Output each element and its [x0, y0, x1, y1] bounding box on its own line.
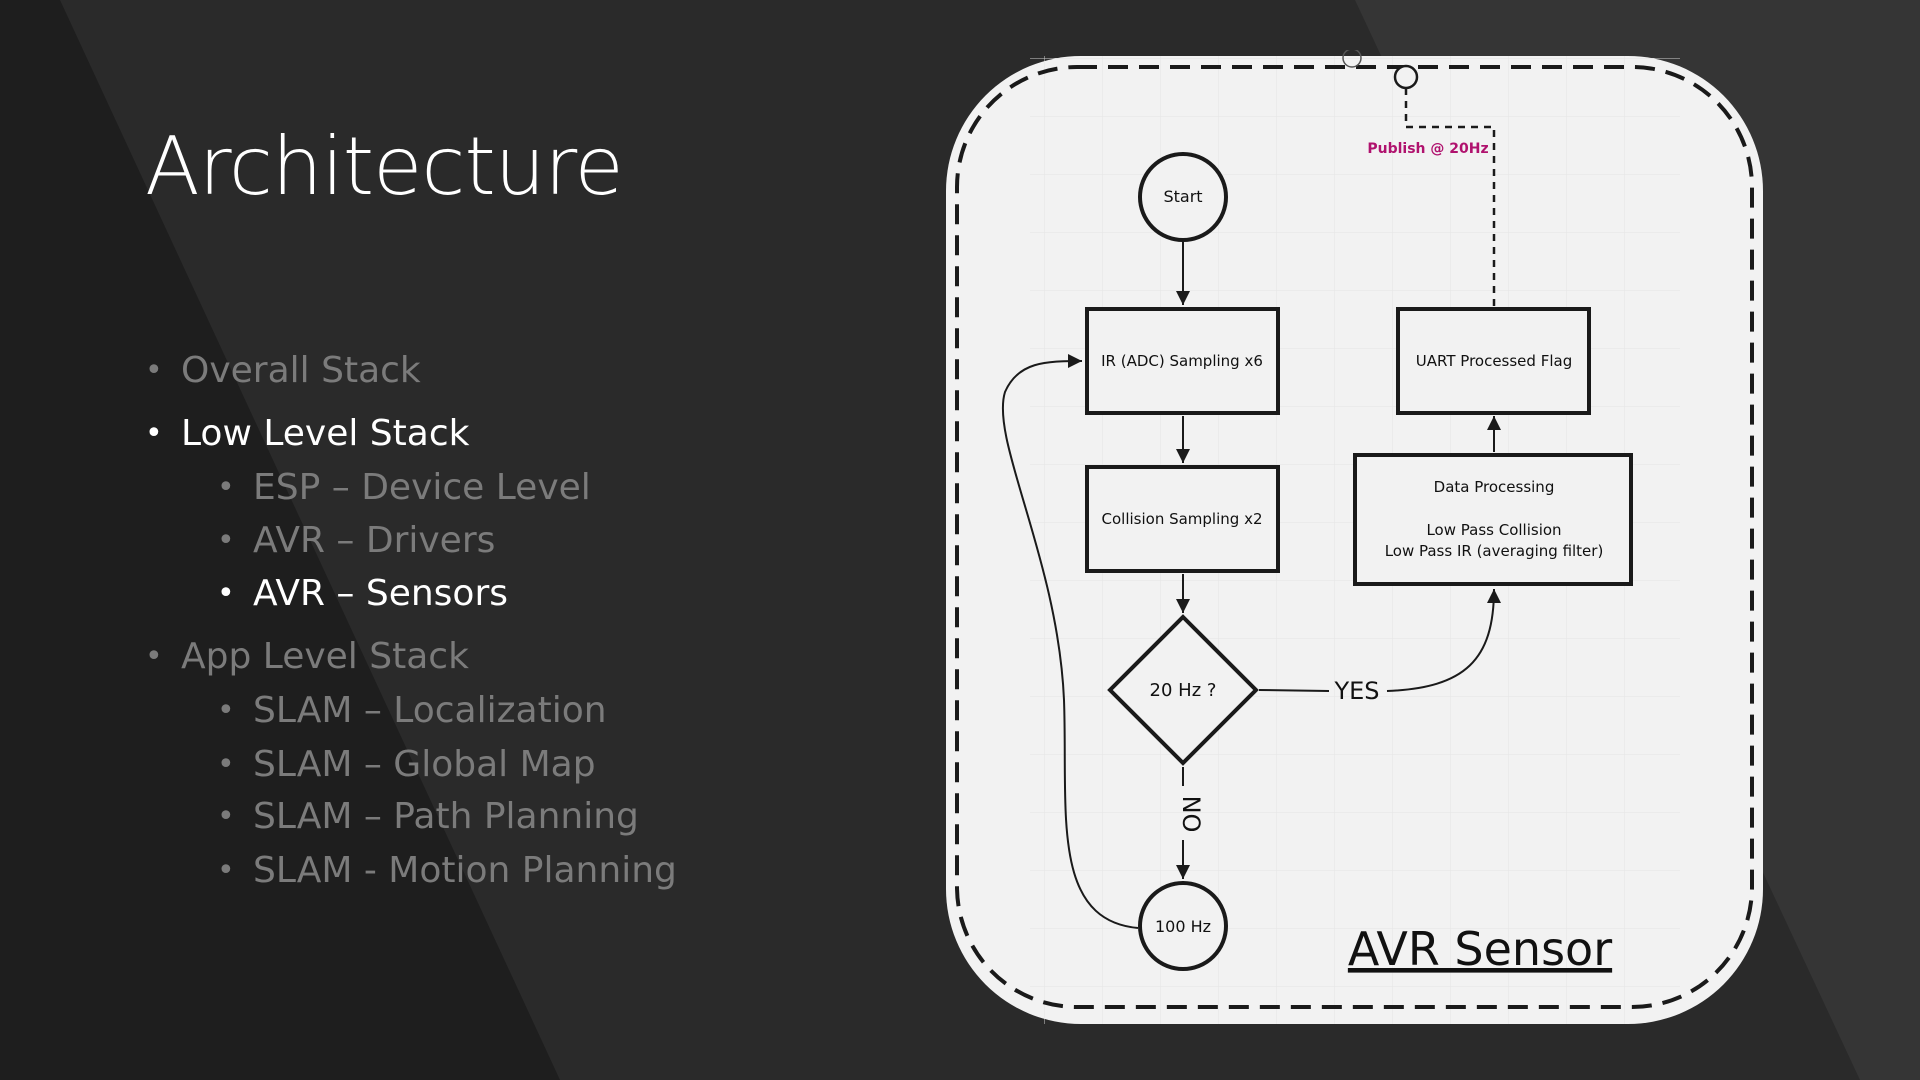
- bullet-esp-device-level: •ESP – Device Level: [217, 467, 591, 508]
- uart-flag-box: [1396, 307, 1591, 415]
- data-processing-box: [1353, 453, 1633, 586]
- collision-sampling-box: [1085, 465, 1280, 573]
- top-connector: [1342, 50, 1362, 68]
- bullet-low-level-stack: •Low Level Stack: [145, 413, 470, 454]
- start-label: Start: [1163, 187, 1202, 206]
- publish-port: [1393, 64, 1419, 90]
- ir-sampling-label: IR (ADC) Sampling x6: [1101, 352, 1263, 370]
- bullet-slam-global-map: •SLAM – Global Map: [217, 744, 596, 785]
- bullet-slam-path-planning: •SLAM – Path Planning: [217, 796, 639, 837]
- no-label: NO: [1177, 796, 1205, 833]
- avr-sensor-flowchart: Publish @ 20Hz Start IR (ADC) Sampling x…: [946, 50, 1763, 1024]
- arrow-yes-to-processing: [1386, 588, 1501, 692]
- hz100-node: [1138, 881, 1228, 971]
- yes-label: YES: [1333, 677, 1379, 705]
- start-node: [1138, 152, 1228, 242]
- collision-sampling-label: Collision Sampling x2: [1102, 510, 1263, 528]
- arrow-100hz-loop-to-ir: [1001, 354, 1139, 929]
- slide-title: Architecture: [145, 120, 624, 213]
- decision-diamond: [1107, 614, 1259, 766]
- diagram-caption: AVR Sensor: [1348, 922, 1612, 976]
- bullet-slam-motion-planning: •SLAM - Motion Planning: [217, 850, 677, 891]
- bullet-slam-localization: •SLAM – Localization: [217, 690, 607, 731]
- bullet-avr-drivers: •AVR – Drivers: [217, 520, 496, 561]
- decision-label: 20 Hz ?: [1150, 680, 1217, 701]
- publish-label: Publish @ 20Hz: [1367, 141, 1488, 157]
- processing-title: Data Processing: [1434, 478, 1555, 496]
- avr-sensor-boundary: [955, 65, 1754, 1009]
- arrow-yes-segment: [1258, 689, 1330, 692]
- uart-flag-label: UART Processed Flag: [1416, 352, 1572, 370]
- bullet-overall-stack: •Overall Stack: [145, 350, 421, 391]
- publish-connector: [1404, 88, 1496, 306]
- ir-sampling-box: [1085, 307, 1280, 415]
- processing-line-2: Low Pass IR (averaging filter): [1385, 542, 1604, 560]
- bullet-avr-sensors: •AVR – Sensors: [217, 573, 509, 614]
- bullet-app-level-stack: •App Level Stack: [145, 636, 469, 677]
- processing-line-1: Low Pass Collision: [1426, 521, 1561, 539]
- hz100-label: 100 Hz: [1155, 917, 1211, 936]
